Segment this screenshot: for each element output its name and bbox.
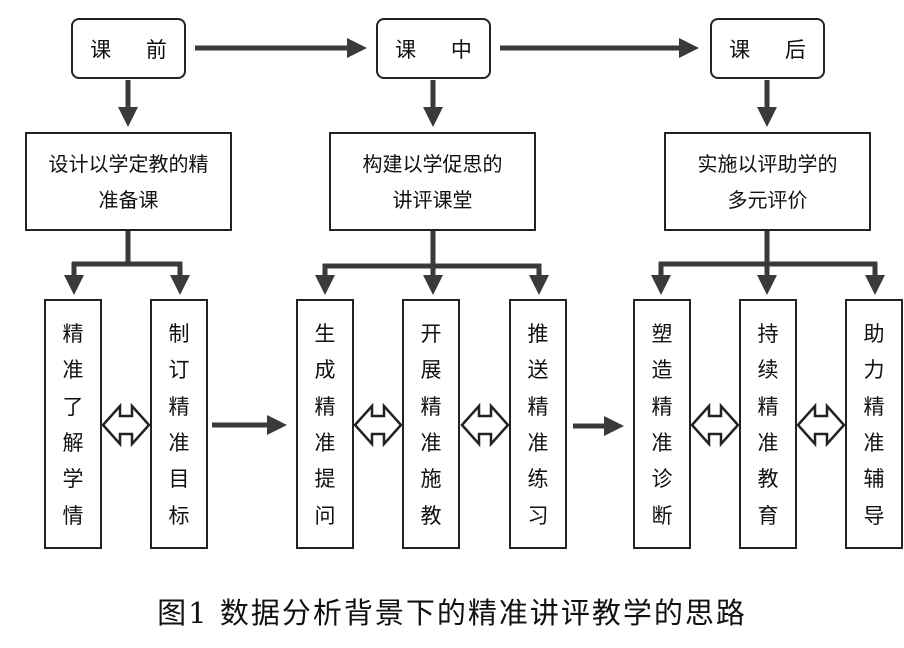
step-char: 成 <box>314 358 336 383</box>
step-push-exercises: 推送精准练习 <box>509 299 567 549</box>
step-char: 造 <box>651 358 673 383</box>
goal-multi-evaluation: 实施以评助学的 多元评价 <box>664 132 871 231</box>
step-char: 情 <box>62 503 84 528</box>
goal-line-2: 准备课 <box>98 187 159 212</box>
goal-line-1: 构建以学促思的 <box>362 151 503 176</box>
double-arrow-1-2 <box>101 402 151 448</box>
step-char: 辅 <box>863 467 885 492</box>
step-char: 提 <box>314 467 336 492</box>
goal-line-2: 讲评课堂 <box>392 187 473 212</box>
step-char: 断 <box>651 503 673 528</box>
step-char: 精 <box>62 322 84 347</box>
step-understand-learning: 精准了解学情 <box>44 299 102 549</box>
step-char: 习 <box>527 503 549 528</box>
step-char: 准 <box>314 431 336 456</box>
step-char: 准 <box>420 431 442 456</box>
step-char: 准 <box>757 431 779 456</box>
step-char: 导 <box>863 503 885 528</box>
step-char: 精 <box>314 394 336 419</box>
step-continuous-education: 持续精准教育 <box>739 299 797 549</box>
step-char: 开 <box>420 322 442 347</box>
double-arrow-6-7 <box>690 402 740 448</box>
goal-line-1: 实施以评助学的 <box>697 151 838 176</box>
step-assist-tutoring: 助力精准辅导 <box>845 299 903 549</box>
step-char: 育 <box>757 503 779 528</box>
step-char: 标 <box>168 503 190 528</box>
stage-post-class: 课 后 <box>710 18 825 79</box>
double-arrow-3-4 <box>353 402 403 448</box>
figure-caption: 图1 数据分析背景下的精准讲评教学的思路 <box>157 596 747 630</box>
goal-line-2: 多元评价 <box>727 187 808 212</box>
step-char: 准 <box>168 431 190 456</box>
stage-pre-class: 课 前 <box>71 18 186 79</box>
step-char: 精 <box>527 394 549 419</box>
step-char: 塑 <box>651 322 673 347</box>
step-char: 教 <box>757 467 779 492</box>
step-char: 精 <box>757 394 779 419</box>
step-char: 解 <box>62 431 84 456</box>
step-char: 续 <box>757 358 779 383</box>
step-char: 生 <box>314 322 336 347</box>
step-generate-questions: 生成精准提问 <box>296 299 354 549</box>
step-char: 展 <box>420 358 442 383</box>
double-arrow-7-8 <box>796 402 846 448</box>
step-char: 精 <box>651 394 673 419</box>
step-set-goals: 制订精准目标 <box>150 299 208 549</box>
step-char: 力 <box>863 358 885 383</box>
step-char: 持 <box>757 322 779 347</box>
branch-goal3 <box>651 231 885 295</box>
step-char: 问 <box>314 503 336 528</box>
step-char: 精 <box>420 394 442 419</box>
step-char: 准 <box>527 431 549 456</box>
step-char: 准 <box>863 431 885 456</box>
step-char: 精 <box>168 394 190 419</box>
step-char: 目 <box>168 467 190 492</box>
step-char: 诊 <box>651 467 673 492</box>
stage-in-class: 课 中 <box>376 18 491 79</box>
double-arrow-4-5 <box>460 402 510 448</box>
step-char: 制 <box>168 322 190 347</box>
step-char: 送 <box>527 358 549 383</box>
step-char: 准 <box>651 431 673 456</box>
step-char: 教 <box>420 503 442 528</box>
step-diagnosis: 塑造精准诊断 <box>633 299 691 549</box>
goal-review-classroom: 构建以学促思的 讲评课堂 <box>329 132 536 231</box>
step-char: 精 <box>863 394 885 419</box>
goal-line-1: 设计以学定教的精 <box>48 151 209 176</box>
step-char: 了 <box>62 394 84 419</box>
step-char: 施 <box>420 467 442 492</box>
step-char: 准 <box>62 358 84 383</box>
step-char: 练 <box>527 467 549 492</box>
step-char: 学 <box>62 467 84 492</box>
step-char: 助 <box>863 322 885 347</box>
step-conduct-teaching: 开展精准施教 <box>402 299 460 549</box>
step-char: 推 <box>527 322 549 347</box>
goal-precise-lesson-prep: 设计以学定教的精 准备课 <box>25 132 232 231</box>
branch-goal2 <box>315 231 549 295</box>
step-char: 订 <box>168 358 190 383</box>
branch-goal1 <box>64 231 190 295</box>
